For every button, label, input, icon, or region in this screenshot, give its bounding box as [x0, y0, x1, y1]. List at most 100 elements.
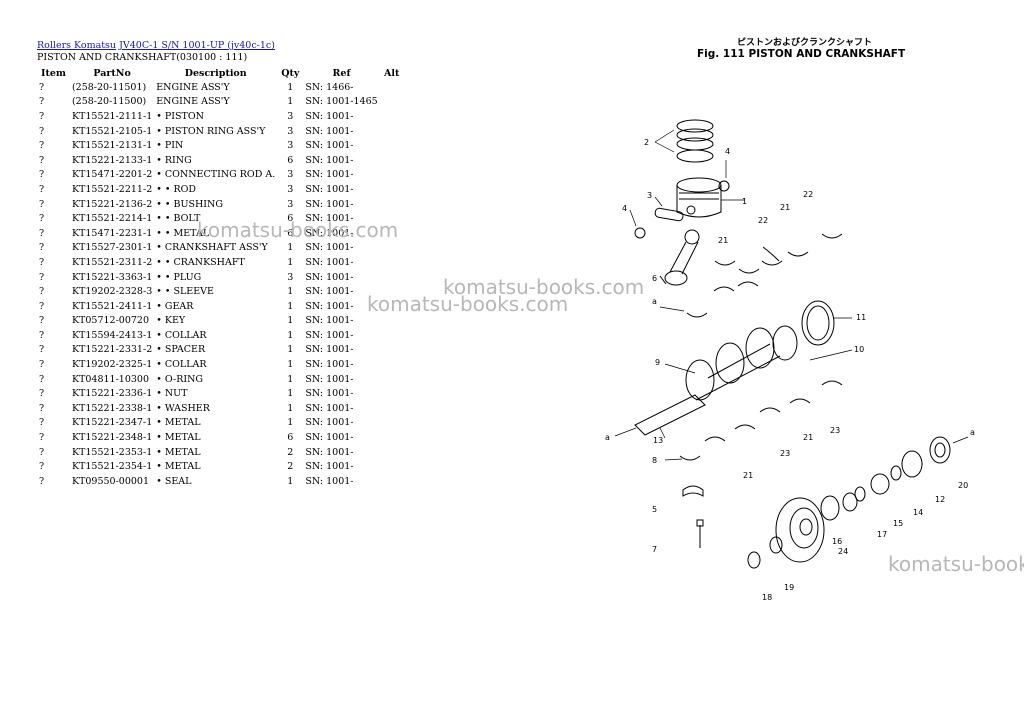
row-item: ?: [39, 344, 45, 356]
row-ref: SN: 1001-: [305, 461, 354, 473]
row-description: • METAL: [156, 432, 201, 444]
row-alt: [380, 80, 404, 95]
row-ref: SN: 1001-: [305, 359, 354, 371]
callout-a: a: [652, 297, 657, 306]
callout-a: a: [970, 428, 975, 437]
row-part-number: KT15221-2133-1: [71, 154, 153, 166]
row-part-number: KT15471-2231-1: [71, 227, 153, 239]
callout-9: 9: [655, 358, 660, 367]
row-qty: 2: [287, 446, 294, 458]
callout-20: 20: [958, 481, 968, 490]
row-part-number: KT15221-2338-1: [71, 402, 153, 414]
row-ref: SN: 1001-: [305, 256, 354, 268]
row-qty: 1: [287, 96, 294, 108]
row-item: ?: [39, 388, 45, 400]
callout-7: 7: [652, 545, 657, 554]
row-alt: [380, 197, 404, 212]
row-qty: 3: [287, 198, 294, 210]
row-description: • • SLEEVE: [156, 286, 214, 298]
row-qty: 3: [287, 169, 294, 181]
row-qty: 1: [287, 286, 294, 298]
row-ref: SN: 1001-: [305, 242, 354, 254]
col-partno-header: PartNo: [93, 67, 131, 79]
watermark: komatsu-book: [888, 552, 1024, 576]
breadcrumb-link-rollers[interactable]: Rollers Komatsu: [37, 40, 117, 51]
row-ref: SN: 1001-: [305, 198, 354, 210]
row-qty: 1: [287, 329, 294, 341]
row-part-number: KT15521-2353-1: [71, 446, 153, 458]
row-ref: SN: 1001-: [305, 402, 354, 414]
row-part-number: KT19202-2325-1: [71, 359, 153, 371]
row-description: • SEAL: [156, 475, 192, 487]
col-item-header: Item: [41, 67, 66, 79]
row-qty: 6: [287, 432, 294, 444]
callout-labels: 1 2 3 4 4 5 6 7 8 9 10 11 12 13 14 15 16…: [605, 138, 975, 602]
row-alt: [380, 168, 404, 183]
callout-23: 23: [780, 449, 790, 458]
row-item: ?: [39, 213, 45, 225]
row-qty: 1: [287, 388, 294, 400]
row-description: • • METAL: [156, 227, 210, 239]
row-description: • CONNECTING ROD A.: [156, 169, 276, 181]
row-item: ?: [39, 198, 45, 210]
callout-10: 10: [854, 345, 864, 354]
row-item: ?: [39, 81, 45, 93]
row-ref: SN: 1001-: [305, 154, 354, 166]
row-description: • PISTON: [156, 110, 204, 122]
row-part-number: KT15521-2411-1: [71, 300, 153, 312]
row-item: ?: [39, 402, 45, 414]
row-part-number: KT05712-00720: [71, 315, 150, 327]
breadcrumb: Rollers Komatsu JV40C-1 S/N 1001-UP (jv4…: [37, 40, 275, 51]
row-qty: 6: [287, 227, 294, 239]
row-part-number: KT15594-2413-1: [71, 329, 153, 341]
row-part-number: KT15521-2111-1: [71, 110, 153, 122]
row-alt: [380, 343, 404, 358]
row-ref: SN: 1001-: [305, 329, 354, 341]
row-qty: 6: [287, 213, 294, 225]
row-description: ENGINE ASS'Y: [156, 96, 230, 108]
row-ref: SN: 1001-: [305, 315, 354, 327]
row-part-number: KT15471-2201-2: [71, 169, 153, 181]
row-qty: 1: [287, 256, 294, 268]
row-item: ?: [39, 461, 45, 473]
row-description: • • BOLT: [156, 213, 201, 225]
watermark: komatsu-books.com: [443, 275, 645, 299]
row-description: • NUT: [156, 388, 188, 400]
row-item: ?: [39, 475, 45, 487]
row-item: ?: [39, 227, 45, 239]
row-part-number: KT15221-2136-2: [71, 198, 153, 210]
callout-5: 5: [652, 505, 657, 514]
row-ref: SN: 1001-: [305, 432, 354, 444]
row-part-number: KT15527-2301-1: [71, 242, 153, 254]
row-alt: [380, 474, 404, 489]
row-description: • KEY: [156, 315, 186, 327]
row-qty: 6: [287, 154, 294, 166]
row-ref: SN: 1001-: [305, 213, 354, 225]
row-alt: [380, 372, 404, 387]
col-qty-header: Qty: [281, 67, 300, 79]
row-ref: SN: 1001-: [305, 417, 354, 429]
row-ref: SN: 1001-1465: [305, 96, 378, 108]
callout-4: 4: [725, 147, 730, 156]
callout-19: 19: [784, 583, 794, 592]
row-ref: SN: 1001-: [305, 183, 354, 195]
row-description: • METAL: [156, 417, 201, 429]
callout-23: 23: [830, 426, 840, 435]
callout-21: 21: [718, 236, 728, 245]
row-item: ?: [39, 242, 45, 254]
callout-22: 22: [758, 216, 768, 225]
breadcrumb-link-model[interactable]: JV40C-1 S/N 1001-UP (jv40c-1c): [119, 40, 275, 51]
row-item: ?: [39, 183, 45, 195]
row-qty: 1: [287, 344, 294, 356]
row-part-number: KT09550-00001: [71, 475, 150, 487]
watermark: komatsu-books.com: [367, 292, 569, 316]
callout-11: 11: [856, 313, 866, 322]
